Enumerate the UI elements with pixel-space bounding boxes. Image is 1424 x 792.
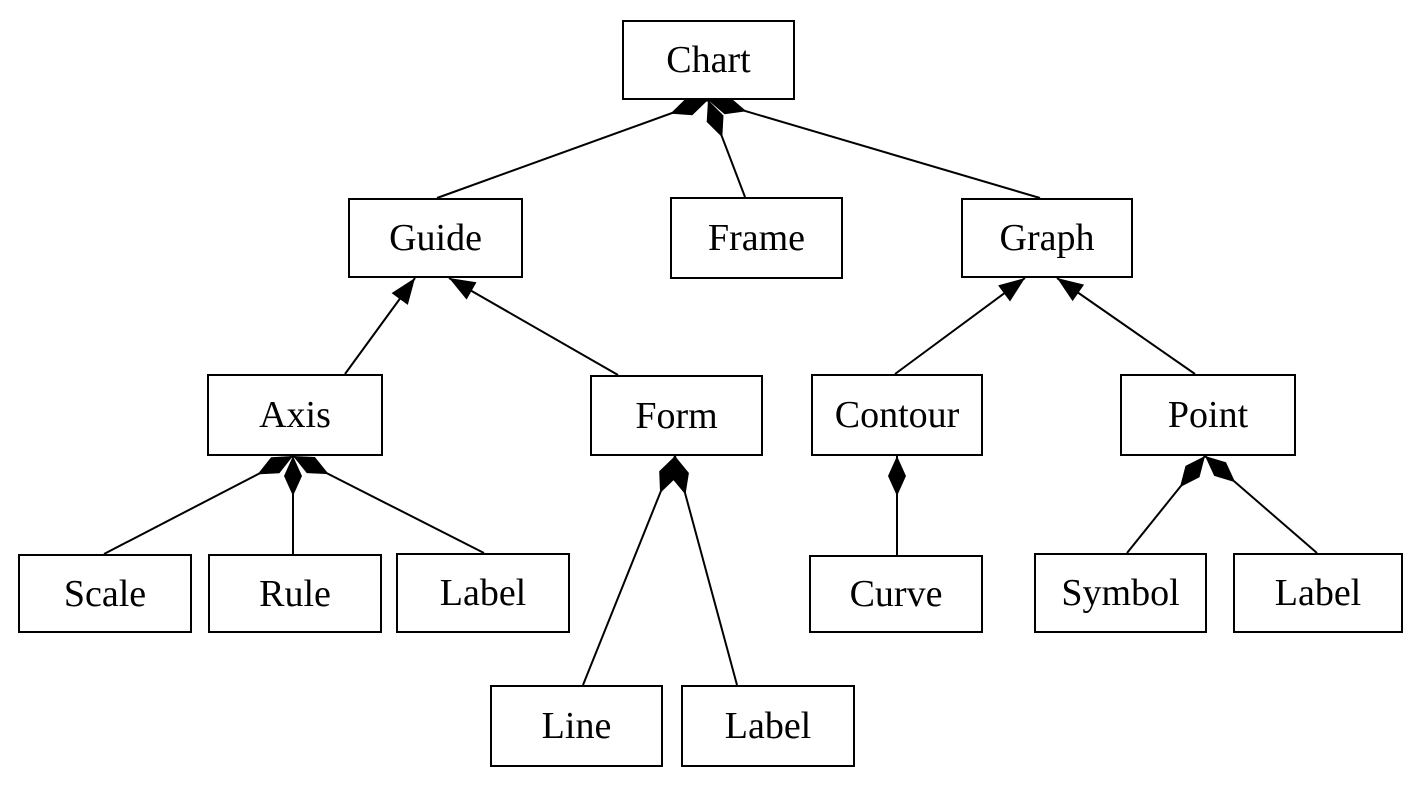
edge-graph-point [1056, 277, 1196, 375]
node-graph: Graph [961, 198, 1133, 278]
composition-diamond-icon [888, 456, 906, 496]
node-curve: Curve [809, 555, 983, 633]
node-guide: Guide [348, 198, 523, 278]
node-frame-label: Frame [707, 217, 806, 259]
node-scale: Scale [18, 554, 192, 633]
composition-diamond-icon [670, 98, 708, 116]
node-point-label-box: Label [1233, 553, 1403, 633]
node-form-label: Form [635, 394, 718, 437]
node-contour: Contour [811, 374, 983, 456]
composition-diamond-icon [659, 456, 676, 494]
node-curve-label: Curve [849, 573, 943, 615]
node-scale-label: Scale [63, 572, 147, 615]
arrowhead-icon [391, 278, 415, 305]
node-point-label: Point [1167, 394, 1249, 436]
node-rule-label: Rule [259, 572, 331, 615]
node-form-label-box: Label [681, 685, 855, 767]
composition-diamond-icon [1179, 456, 1205, 488]
arrowhead-icon [449, 278, 477, 300]
node-guide-label: Guide [389, 217, 482, 259]
node-symbol: Symbol [1034, 553, 1207, 633]
composition-diamond-icon [284, 456, 302, 496]
node-chart-label: Chart [666, 39, 751, 81]
arrowhead-icon [998, 278, 1025, 302]
edge-chart-graph [707, 99, 1041, 199]
composition-diamond-icon [706, 100, 724, 138]
node-form: Form [590, 375, 763, 456]
node-chart: Chart [622, 20, 795, 100]
node-axis: Axis [207, 374, 383, 456]
composition-diamond-icon [257, 456, 293, 475]
node-rule: Rule [208, 554, 382, 633]
node-axis-label: Axis [259, 394, 331, 436]
arrowhead-icon [1057, 278, 1085, 302]
composition-diamond-icon [708, 97, 747, 115]
node-axis-label-text: Label [439, 572, 527, 614]
node-axis-label-box: Label [396, 553, 570, 633]
edge-chart-guide [436, 99, 709, 199]
node-form-label-text: Label [724, 705, 812, 747]
node-frame: Frame [670, 197, 843, 279]
edge-graph-contour [894, 277, 1026, 375]
composition-diamond-icon [671, 456, 689, 495]
node-line: Line [490, 685, 663, 767]
node-point: Point [1120, 374, 1296, 456]
node-line-label: Line [541, 705, 612, 747]
edge-form-line [582, 455, 676, 686]
edge-guide-form [448, 277, 619, 376]
composition-diamond-icon [293, 456, 329, 475]
composition-diamond-icon [1205, 456, 1236, 483]
node-contour-label: Contour [834, 394, 960, 436]
node-point-label-text: Label [1274, 572, 1362, 614]
node-symbol-label: Symbol [1061, 572, 1180, 614]
node-graph-label: Graph [999, 217, 1095, 259]
